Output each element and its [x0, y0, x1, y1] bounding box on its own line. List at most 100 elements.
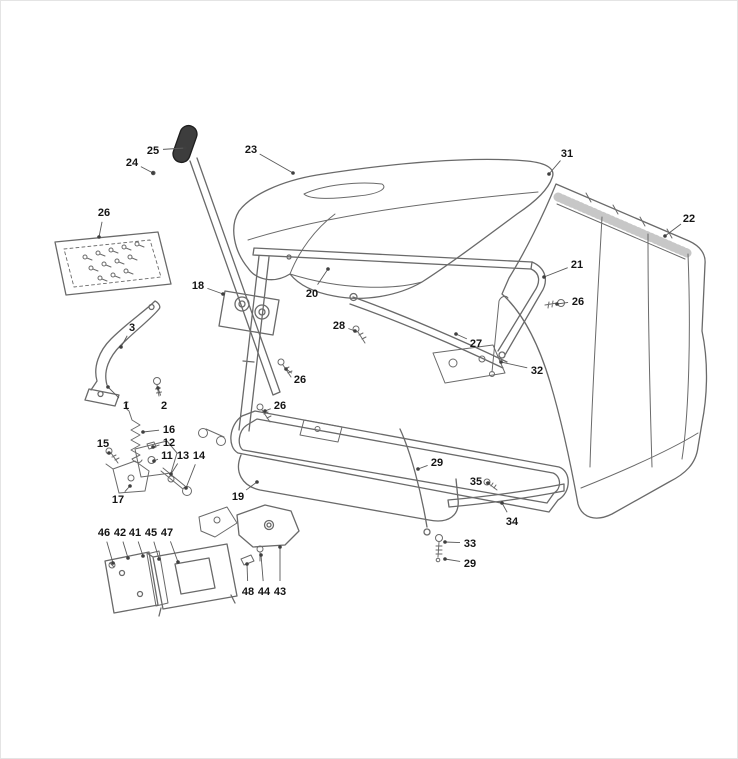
part-callout-34-28: 34	[500, 501, 519, 528]
part-number-label: 15	[97, 438, 109, 450]
leader-dot	[126, 556, 130, 560]
leader-dot	[555, 302, 559, 306]
leader-dot	[500, 501, 504, 505]
part-clamp-bracket-18	[218, 290, 280, 336]
leader-dot	[183, 146, 187, 150]
part-rod-32	[489, 295, 509, 377]
leader-line	[140, 166, 154, 174]
leader-line	[98, 221, 103, 238]
leader-dot	[443, 557, 447, 561]
part-handle-grip	[172, 124, 198, 164]
part-number-label: 26	[98, 207, 110, 219]
leader-line	[122, 541, 129, 559]
leader-line	[664, 223, 682, 237]
leader-line	[120, 335, 128, 348]
leader-dot	[184, 486, 188, 490]
part-number-label: 17	[112, 494, 124, 506]
leader-line	[444, 541, 461, 544]
leader-dot	[278, 545, 282, 549]
part-callout-42-30: 42	[114, 527, 130, 560]
leader-dot	[106, 385, 110, 389]
leader-line	[162, 147, 186, 150]
part-number-label: 43	[274, 586, 286, 598]
part-tube-34	[447, 483, 565, 508]
part-bracket-hook	[198, 506, 238, 538]
part-bag-body	[501, 183, 708, 519]
leader-line	[137, 541, 144, 557]
part-diagonal-tube-27	[349, 292, 508, 369]
leader-dot	[547, 172, 551, 176]
part-base-plate	[299, 419, 343, 443]
part-box-bracket-45-47	[146, 543, 238, 617]
leader-dot	[454, 332, 458, 336]
part-number-label: 24	[126, 157, 139, 169]
part-number-label: 18	[192, 280, 204, 292]
part-screw-15	[105, 447, 120, 464]
part-callout-35-25: 35	[470, 476, 490, 488]
leader-line	[556, 301, 569, 305]
part-screw-28	[352, 325, 367, 344]
part-callout-26-14: 26	[284, 367, 306, 386]
part-callout-24-1: 24	[126, 157, 155, 175]
part-bolt-13-14	[160, 467, 192, 496]
part-number-label: 46	[98, 527, 110, 539]
part-number-label: 28	[333, 320, 345, 332]
part-left-legs	[238, 255, 270, 432]
leader-dot	[169, 472, 173, 476]
leader-dot	[353, 329, 357, 333]
part-screw-2	[153, 377, 162, 397]
leader-dot	[221, 292, 225, 296]
part-number-label: 44	[258, 586, 271, 598]
part-number-label: 14	[193, 450, 206, 462]
part-callout-26-17: 26	[263, 400, 286, 413]
leader-line	[107, 386, 120, 399]
leader-line	[142, 429, 160, 433]
leader-line	[246, 563, 249, 582]
part-handle-tube	[189, 157, 281, 396]
part-callout-47-33: 47	[161, 527, 180, 564]
leader-line	[444, 558, 461, 562]
part-hardware-kit-outline	[54, 231, 172, 296]
leader-dot	[255, 480, 259, 484]
leader-dot	[151, 171, 155, 175]
leader-dot	[128, 484, 132, 488]
part-number-label: 2	[161, 400, 167, 412]
leader-line	[455, 333, 468, 340]
leader-line	[548, 160, 561, 175]
part-number-label: 41	[129, 527, 141, 539]
part-callout-23-2: 23	[245, 144, 295, 175]
part-callout-13-22: 13	[169, 450, 189, 476]
part-rod-29	[399, 428, 431, 536]
part-bag-stitch-band	[553, 192, 692, 258]
leader-dot	[291, 171, 295, 175]
leader-dot	[263, 409, 267, 413]
part-number-label: 45	[145, 527, 157, 539]
part-screw-44	[256, 545, 264, 562]
leader-dot	[152, 459, 156, 463]
part-callout-28-10: 28	[333, 320, 357, 333]
part-callout-1-15: 1	[106, 385, 129, 412]
part-latch-plate-43	[236, 504, 300, 548]
leader-dot	[141, 430, 145, 434]
part-number-label: 42	[114, 527, 126, 539]
part-callout-44-37: 44	[258, 553, 271, 598]
leader-line	[170, 463, 179, 475]
part-base-frame-hoop	[237, 454, 459, 522]
part-callout-29-24: 29	[416, 457, 443, 471]
part-number-label: 13	[177, 450, 189, 462]
part-callout-2-16: 2	[156, 386, 167, 412]
part-callout-16-18: 16	[141, 424, 175, 436]
part-pivot-plate	[432, 344, 506, 384]
part-number-label: 29	[431, 457, 443, 469]
part-callout-31-3: 31	[547, 148, 573, 176]
leader-line	[170, 541, 179, 563]
part-number-label: 22	[683, 213, 695, 225]
leader-line	[106, 541, 114, 564]
part-number-label: 47	[161, 527, 173, 539]
leader-line	[153, 541, 160, 560]
leader-line	[317, 268, 329, 285]
part-top-tube-20	[252, 247, 533, 270]
part-number-label: 33	[464, 538, 476, 550]
part-callout-27-12: 27	[454, 332, 482, 350]
